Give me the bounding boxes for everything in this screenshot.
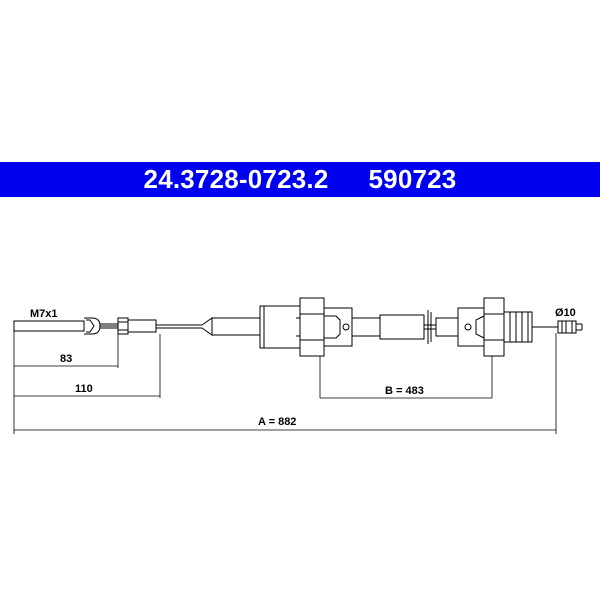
threaded-end — [13, 320, 85, 332]
housing-pin — [342, 323, 350, 331]
thread-label: M7x1 — [30, 308, 58, 320]
dim-label-a: A = 882 — [258, 416, 296, 428]
right-flange — [483, 297, 505, 357]
dim-label-83: 83 — [60, 353, 72, 365]
hex-nut — [117, 317, 129, 335]
adjuster-housing-left — [259, 305, 301, 349]
eyelet-cup — [86, 319, 95, 333]
cable-cone — [201, 317, 213, 336]
reference-number: 590723 — [368, 164, 457, 194]
middle-sleeve — [379, 314, 425, 340]
connector-tube — [435, 317, 459, 337]
end-cylinder — [557, 320, 577, 334]
dim-label-110: 110 — [75, 383, 93, 395]
diameter-label: Ø10 — [555, 307, 576, 319]
part-number: 24.3728-0723.2 — [143, 164, 329, 194]
adjuster-flange — [299, 297, 325, 357]
right-housing-pin — [464, 323, 472, 331]
middle-tube — [351, 317, 381, 337]
header-bar: 24.3728-0723.2 590723 — [0, 162, 600, 197]
dim-label-b: B = 483 — [385, 385, 424, 397]
end-sleeve — [127, 319, 157, 333]
conduit-sleeve — [211, 317, 261, 336]
adjuster-housing-right — [323, 307, 353, 347]
header-title: 24.3728-0723.2 590723 — [144, 164, 457, 195]
